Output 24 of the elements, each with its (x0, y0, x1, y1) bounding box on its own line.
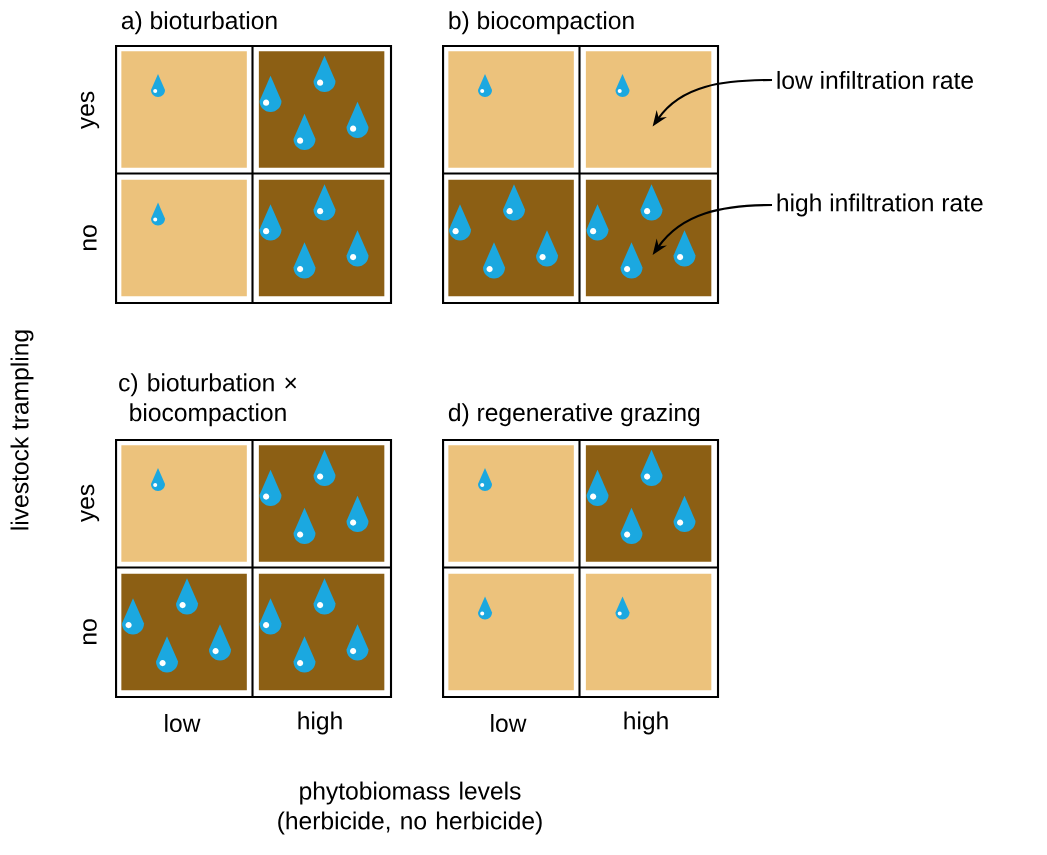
soil-cell (121, 51, 247, 168)
soil-cell (121, 179, 247, 297)
node-label: a) bioturbation (121, 11, 277, 35)
soil-cell (121, 445, 247, 562)
axis-label: high (298, 711, 342, 735)
axis-label: high (624, 711, 668, 735)
soil-cell (585, 573, 712, 691)
soil-cell (448, 445, 574, 562)
callout-text: high infiltration rate (777, 193, 983, 217)
axis-label: no (83, 225, 97, 251)
axis-label: low (491, 713, 527, 733)
soil-cell (585, 51, 712, 168)
axis-label: livestock trampling (10, 330, 34, 530)
axis-label: no (83, 619, 97, 645)
callout-text: low infiltration rate (777, 70, 973, 90)
axis-label: yes (80, 91, 100, 130)
node-label: d) regenerative grazing (448, 403, 700, 427)
soil-cell (448, 573, 574, 691)
soil-cell (448, 51, 574, 168)
node-label: b) biocompaction (449, 11, 634, 35)
axis-label: yes (80, 484, 100, 523)
node-label: c) bioturbation × biocompaction (119, 373, 297, 427)
axis-label: phytobiomass levels (herbicide, no herbicide) (278, 781, 542, 835)
axis-label: low (165, 713, 201, 733)
